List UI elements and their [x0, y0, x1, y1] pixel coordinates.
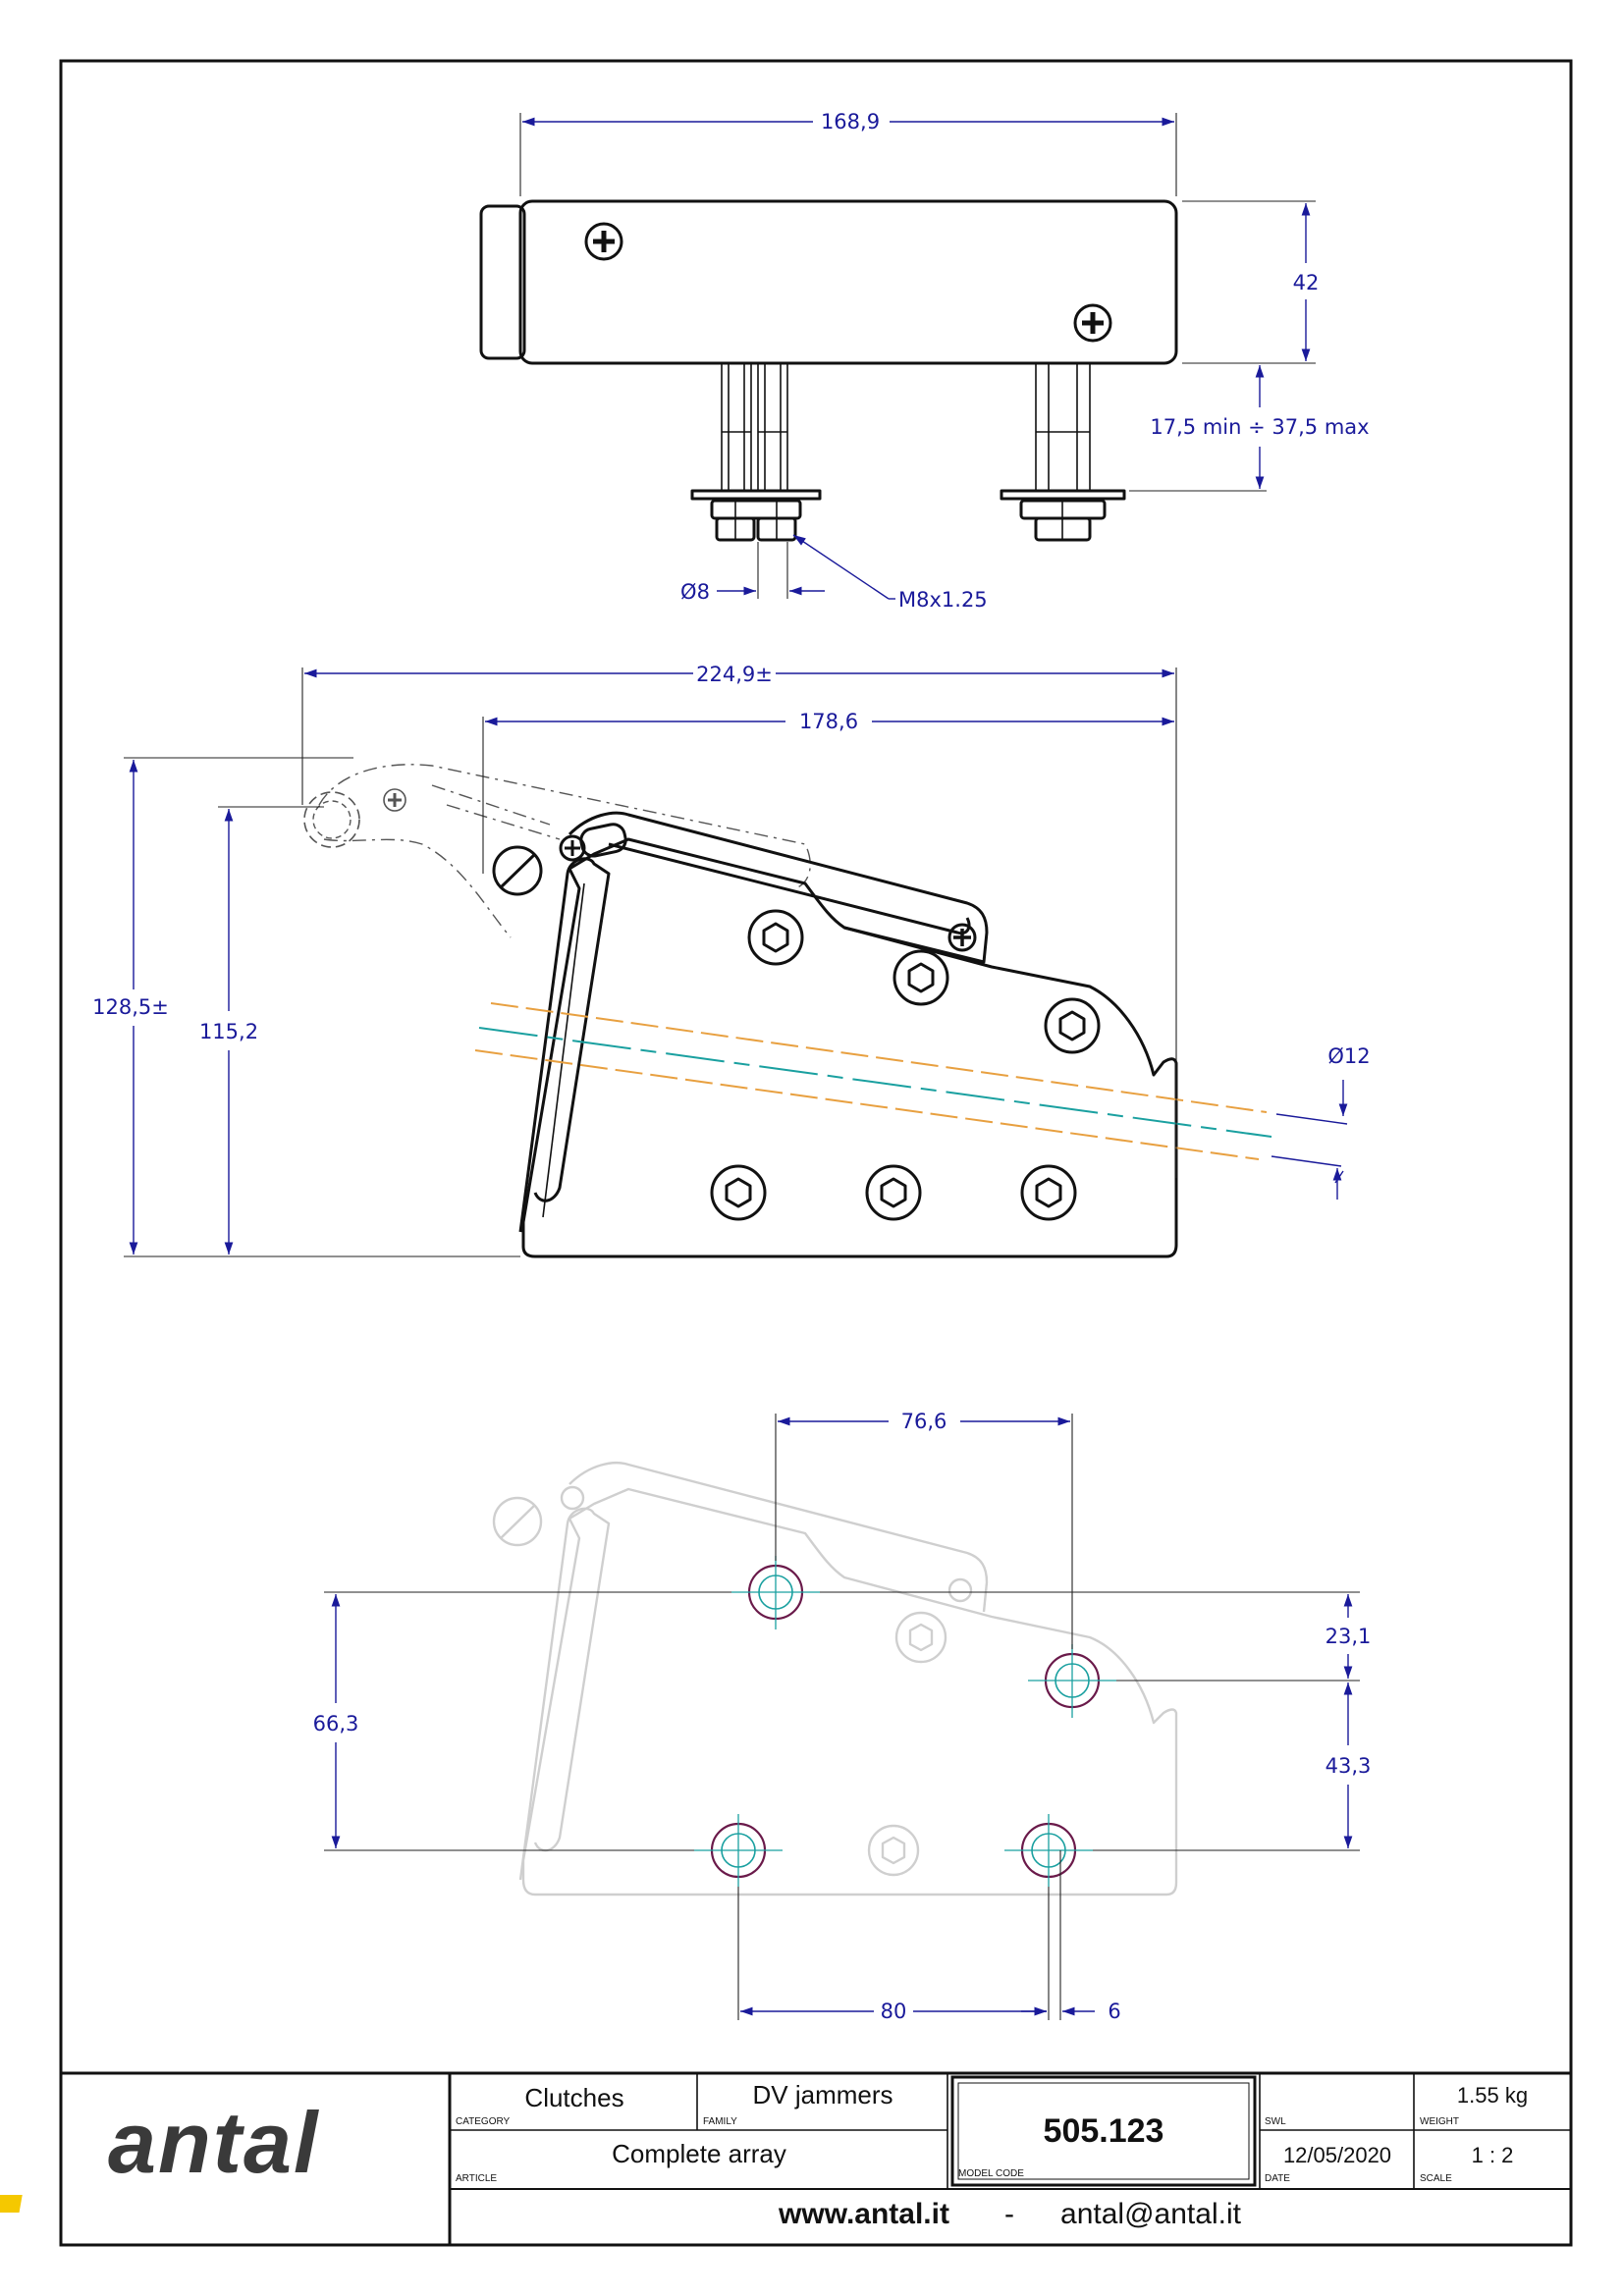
mounting-hole-icon: [694, 1814, 783, 1887]
category-label: CATEGORY: [456, 2116, 511, 2127]
hex-bolt-icon: [1020, 1164, 1077, 1221]
title-block: antal Clutches CATEGORY DV jammers FAMIL…: [0, 2071, 1571, 2245]
dim-right-upper-label: 23,1: [1325, 1625, 1372, 1648]
screw-icon: [947, 923, 977, 952]
dim-thickness-label: 17,5 min ÷ 37,5 max: [1150, 415, 1369, 439]
dim-base-label: 178,6: [799, 710, 858, 733]
dim-thread-label: M8x1.25: [898, 588, 988, 612]
hex-bolt-icon: [747, 909, 804, 966]
family-label: FAMILY: [703, 2116, 737, 2127]
scale-label: SCALE: [1420, 2173, 1452, 2184]
dim-height-label: 42: [1293, 271, 1320, 294]
website-link[interactable]: www.antal.it: [778, 2198, 949, 2230]
email-link[interactable]: antal@antal.it: [1060, 2198, 1242, 2230]
weight-label: WEIGHT: [1420, 2116, 1459, 2127]
bolt-pair-left: [690, 362, 822, 542]
swl-label: SWL: [1265, 2116, 1286, 2127]
dim-height-max-label: 128,5±: [92, 995, 169, 1019]
screw-icon: [559, 834, 586, 862]
top-view: 168,9 42 17,5 min ÷ 37,5 max Ø8 M8x1.25: [479, 110, 1370, 612]
dim-rope-label: Ø12: [1327, 1044, 1370, 1068]
screw-icon: [1073, 303, 1112, 343]
holes-view: 76,6 66,3 23,1 43,3 80 6: [313, 1410, 1372, 2023]
article-label: ARTICLE: [456, 2173, 497, 2184]
mounting-hole-icon: [731, 1556, 820, 1629]
family-value: DV jammers: [752, 2080, 893, 2109]
dim-left-height-label: 66,3: [313, 1712, 359, 1735]
hex-bolt-icon: [1044, 997, 1101, 1054]
dim-top-spacing-label: 76,6: [901, 1410, 947, 1433]
weight-value: 1.55 kg: [1457, 2083, 1528, 2108]
dim-offset-label: 6: [1108, 2000, 1120, 2023]
contact-separator: -: [1004, 2198, 1014, 2230]
model-code-label: MODEL CODE: [958, 2168, 1024, 2179]
sheet-border: [59, 59, 1573, 2247]
hex-bolt-icon: [893, 949, 949, 1006]
bolt-right: [1000, 362, 1126, 542]
mounting-hole-icon: [1028, 1644, 1116, 1718]
dim-right-lower-label: 43,3: [1325, 1754, 1372, 1778]
category-value: Clutches: [524, 2083, 623, 2112]
model-code-value: 505.123: [1044, 2112, 1164, 2150]
mounting-hole-icon: [1004, 1814, 1093, 1887]
dim-diameter-label: Ø8: [680, 580, 710, 604]
hex-bolt-icon: [710, 1164, 767, 1221]
dim-width-label: 168,9: [821, 110, 880, 133]
dim-height-label-side: 115,2: [199, 1020, 258, 1043]
scale-value: 1 : 2: [1472, 2143, 1514, 2167]
dim-overall-label: 224,9±: [696, 663, 773, 686]
article-value: Complete array: [612, 2139, 786, 2168]
screw-icon: [383, 788, 406, 812]
screw-icon: [584, 222, 623, 261]
dim-bottom-spacing-label: 80: [881, 2000, 907, 2023]
brand-accent-bar: [0, 2195, 23, 2213]
antal-logo: antal: [0, 2094, 319, 2213]
side-view: 224,9± 178,6 128,5± 115,2 Ø12: [92, 663, 1371, 1258]
brand-name: antal: [108, 2094, 319, 2191]
date-label: DATE: [1265, 2173, 1290, 2184]
date-value: 12/05/2020: [1283, 2143, 1391, 2167]
hex-bolt-icon: [865, 1164, 922, 1221]
